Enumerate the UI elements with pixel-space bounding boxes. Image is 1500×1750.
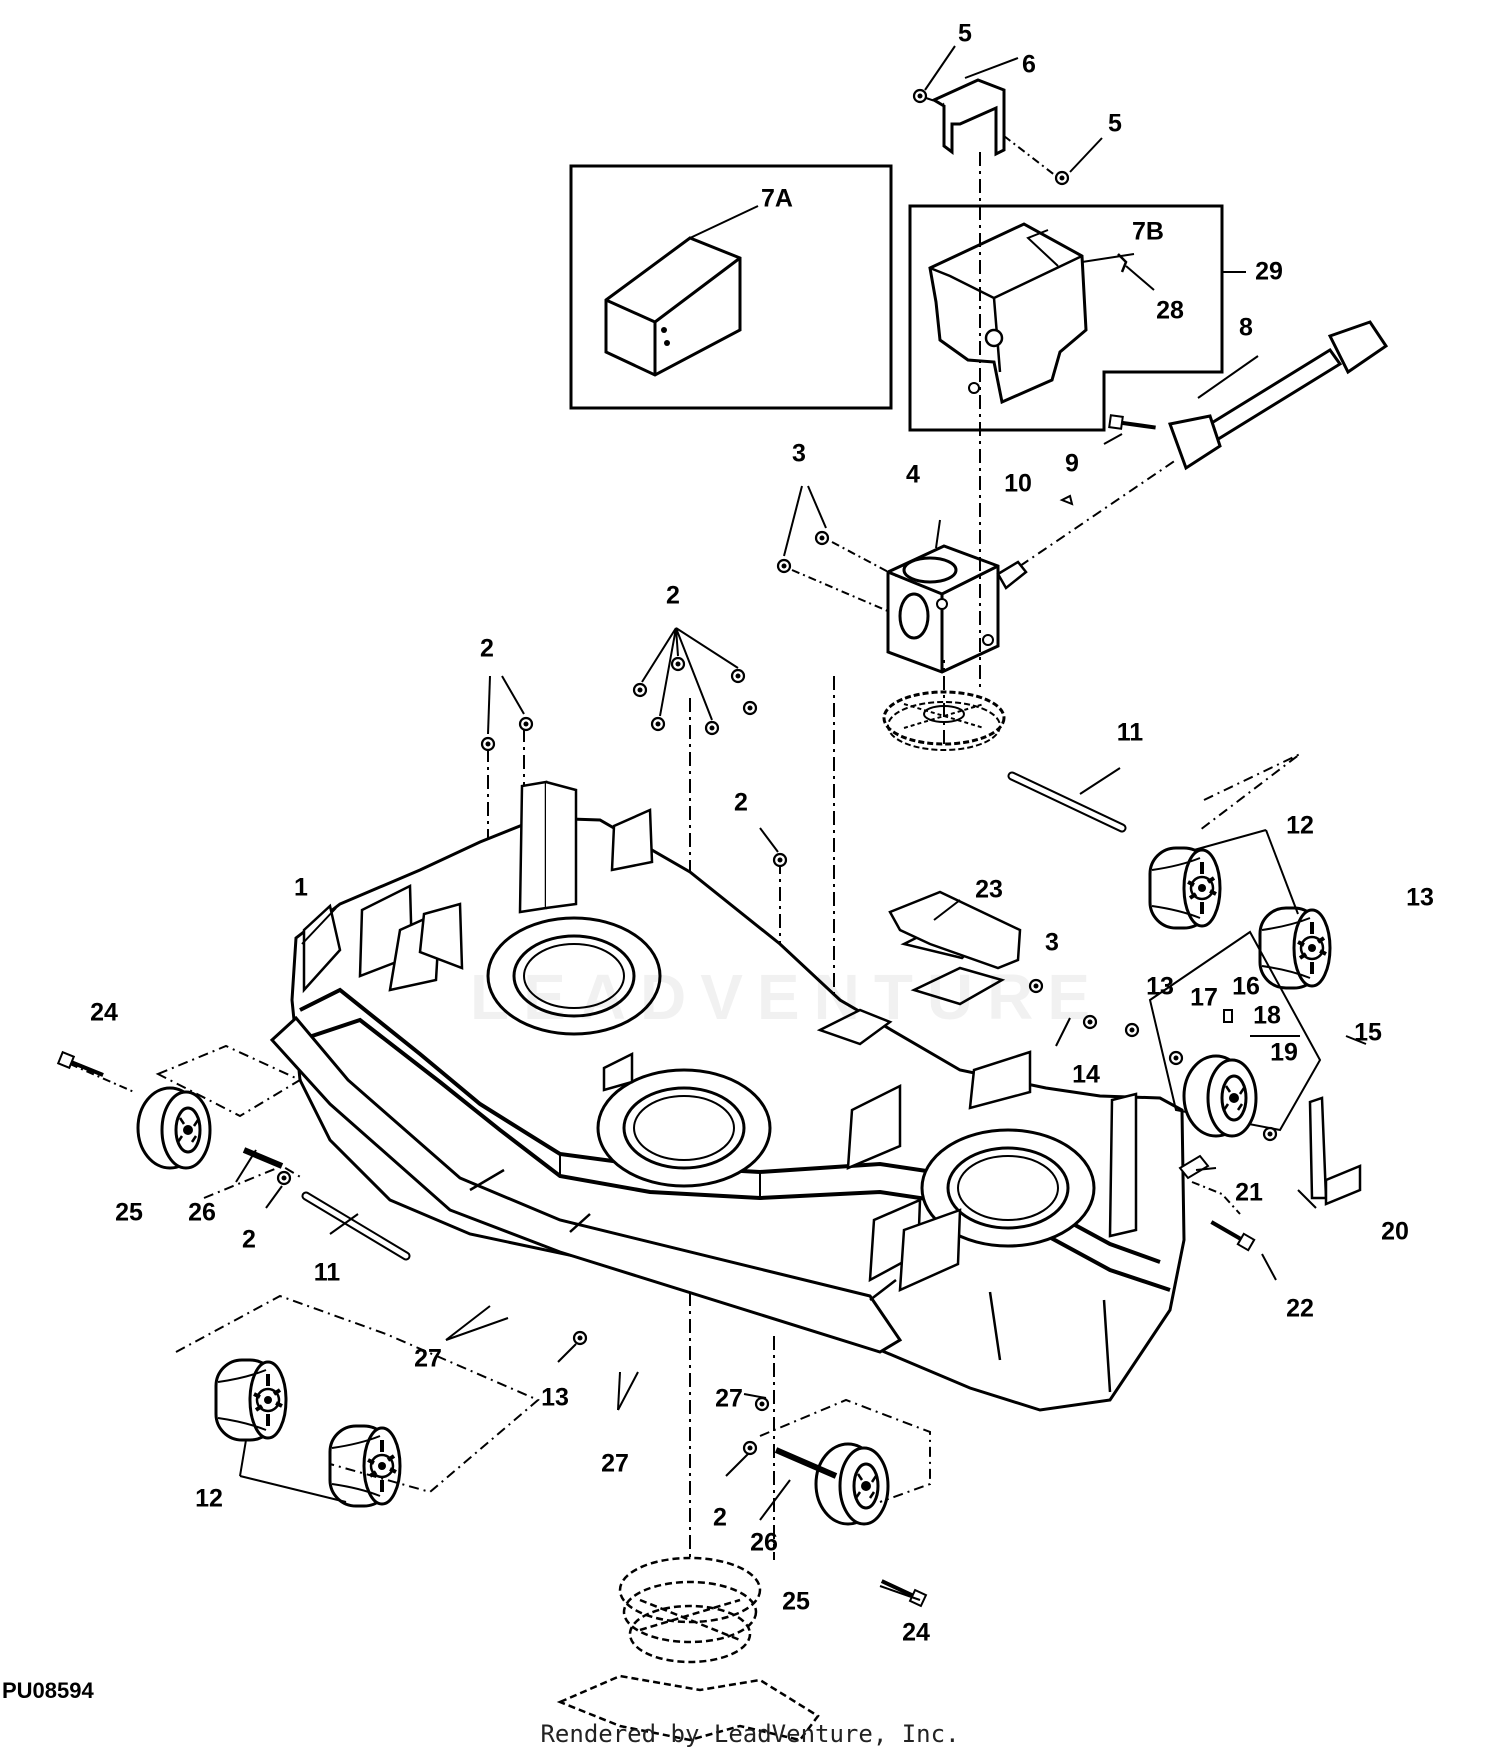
callout-11: 11 bbox=[1116, 718, 1144, 747]
callout-13: 13 bbox=[1406, 883, 1434, 912]
callout-21: 21 bbox=[1235, 1178, 1263, 1207]
gearbox-4 bbox=[776, 459, 1177, 674]
callout-2: 2 bbox=[242, 1225, 256, 1254]
callout-7b: 7B bbox=[1132, 217, 1164, 246]
callout-5: 5 bbox=[1108, 109, 1122, 138]
footer-credit: Rendered by LeadVenture, Inc. bbox=[540, 1720, 960, 1748]
mower-deck-1 bbox=[290, 780, 1186, 1412]
callout-10: 10 bbox=[1004, 469, 1032, 498]
callout-22: 22 bbox=[1286, 1294, 1314, 1323]
callout-1: 1 bbox=[294, 873, 308, 902]
callout-11: 11 bbox=[313, 1258, 341, 1287]
bracket-23 bbox=[888, 890, 1044, 994]
callout-5: 5 bbox=[958, 19, 972, 48]
callout-26: 26 bbox=[750, 1528, 778, 1557]
callout-13: 13 bbox=[1146, 972, 1174, 1001]
gauge-wheel-assembly-15 bbox=[1082, 930, 1367, 1206]
callout-3: 3 bbox=[1045, 928, 1059, 957]
callout-15: 15 bbox=[1354, 1018, 1382, 1047]
callout-16: 16 bbox=[1232, 972, 1260, 1001]
callout-2: 2 bbox=[734, 788, 748, 817]
callout-25: 25 bbox=[115, 1198, 143, 1227]
callout-4: 4 bbox=[906, 460, 920, 489]
pulley bbox=[882, 690, 1006, 751]
callout-28: 28 bbox=[1156, 296, 1184, 325]
callout-18: 18 bbox=[1253, 1001, 1281, 1030]
misc-fasteners bbox=[235, 1017, 1317, 1521]
nuts-2 bbox=[480, 627, 788, 868]
box-7A bbox=[569, 164, 893, 410]
callout-29: 29 bbox=[1255, 257, 1283, 286]
callout-24: 24 bbox=[902, 1618, 930, 1647]
blade-assembly-dashed bbox=[556, 1556, 820, 1742]
callout-12: 12 bbox=[195, 1484, 223, 1513]
callout-25: 25 bbox=[782, 1587, 810, 1616]
callout-23: 23 bbox=[975, 875, 1003, 904]
callout-17: 17 bbox=[1190, 983, 1218, 1012]
bracket-6-and-screws bbox=[912, 45, 1103, 186]
callout-7a: 7A bbox=[761, 184, 793, 213]
callout-27: 27 bbox=[715, 1384, 743, 1413]
callout-24: 24 bbox=[90, 998, 118, 1027]
figure-code: PU08594 bbox=[2, 1678, 94, 1703]
callout-2: 2 bbox=[666, 581, 680, 610]
callout-27: 27 bbox=[414, 1344, 442, 1373]
callout-2: 2 bbox=[480, 634, 494, 663]
axle-11-rods bbox=[301, 767, 1127, 1261]
callout-12: 12 bbox=[1286, 811, 1314, 840]
callout-26: 26 bbox=[188, 1198, 216, 1227]
callout-14: 14 bbox=[1072, 1060, 1100, 1089]
rollers-12 bbox=[175, 753, 1332, 1508]
callout-9: 9 bbox=[1065, 449, 1079, 478]
driveshaft-8 bbox=[1059, 320, 1389, 506]
callout-2: 2 bbox=[713, 1503, 727, 1532]
callout-8: 8 bbox=[1239, 313, 1253, 342]
tube-frame bbox=[269, 1015, 903, 1354]
callout-19: 19 bbox=[1270, 1038, 1298, 1067]
callout-6: 6 bbox=[1022, 50, 1036, 79]
callout-27: 27 bbox=[601, 1449, 629, 1478]
box-7B-and-29 bbox=[908, 204, 1246, 432]
watermark: LEADVENTURE bbox=[470, 961, 1105, 1033]
callout-3: 3 bbox=[792, 439, 806, 468]
callout-13: 13 bbox=[541, 1383, 569, 1412]
callout-20: 20 bbox=[1381, 1217, 1409, 1246]
gauge-wheels-25 bbox=[56, 1044, 931, 1608]
